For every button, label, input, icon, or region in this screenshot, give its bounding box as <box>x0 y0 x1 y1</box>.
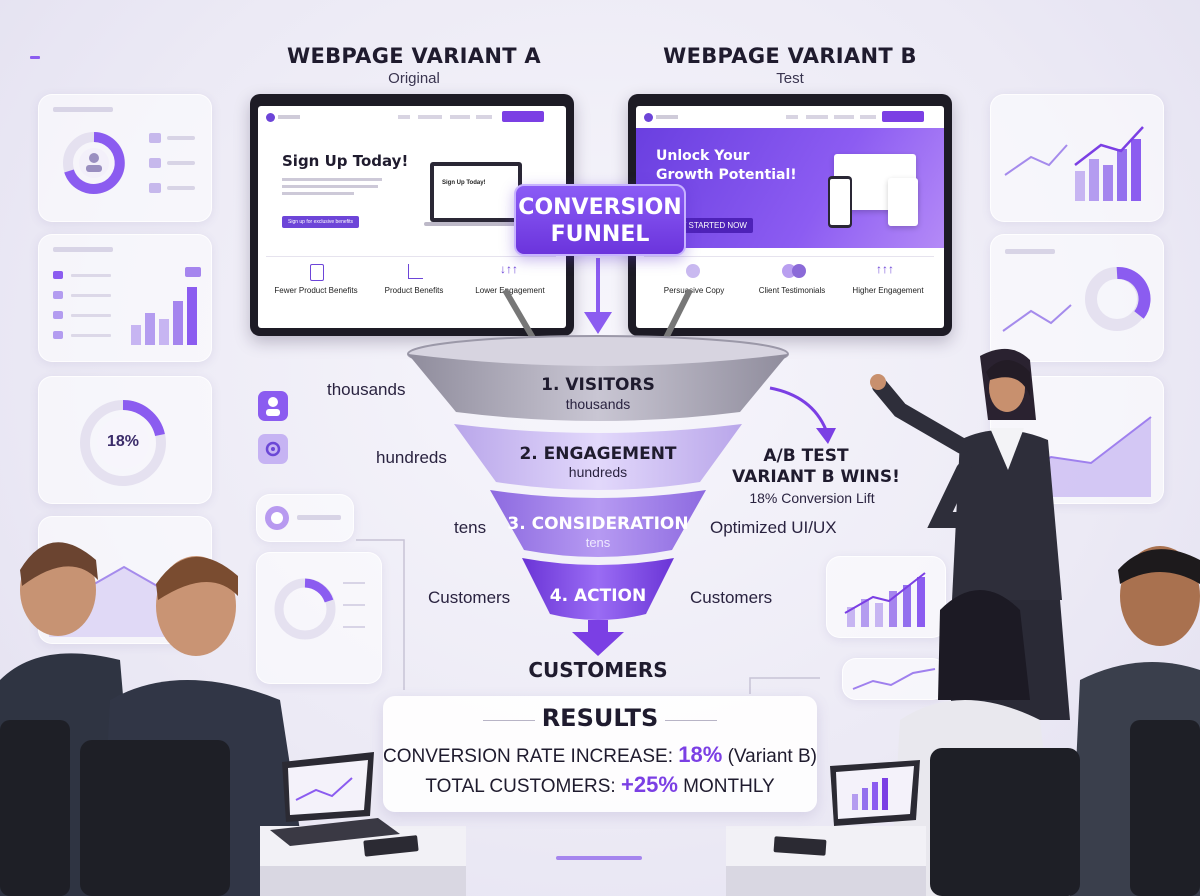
variant-a-laptop-mockup: Sign Up Today! <box>430 162 522 222</box>
variant-b-feature-2: Client Testimonials <box>758 286 826 295</box>
pie-chart-icon <box>1002 249 1151 332</box>
variant-a-webpage: Sign Up Today! Sign up for exclusive ben… <box>258 106 566 328</box>
doc-icon <box>310 264 324 281</box>
funnel-badge-line-2: FUNNEL <box>550 222 650 247</box>
dashboard-panel-left-5 <box>256 552 382 684</box>
total-customers-value: +25% <box>621 772 678 797</box>
variant-a-navbar <box>258 106 566 128</box>
funnel-badge-line-1: CONVERSION <box>518 195 682 220</box>
sparkline-icon <box>852 668 936 690</box>
variant-b-navbar <box>636 106 944 128</box>
variant-a-subtitle: Original <box>388 70 440 87</box>
dashboard-panel-left-3: 18% <box>38 376 212 504</box>
funnel-output: CUSTOMERS <box>528 658 668 682</box>
variant-b-logo <box>644 113 653 122</box>
variant-b-headline-2: Growth Potential! <box>656 167 797 183</box>
testimonial-avatars-icon <box>782 264 806 278</box>
variant-b-cta-button[interactable]: GET STARTED NOW <box>664 218 753 233</box>
user-tile-icon <box>258 391 288 421</box>
variant-b-subtitle: Test <box>776 70 804 87</box>
arrows-icon: ↓↑↑ <box>500 262 518 276</box>
dashboard-panel-left-1 <box>38 94 212 222</box>
user-donut-chart-icon <box>53 107 195 194</box>
growth-bars-icon <box>844 572 926 627</box>
menu-icon <box>30 56 40 59</box>
variant-a-feature-3: Lower Engagement <box>475 286 545 295</box>
laptop-right <box>830 760 920 826</box>
variant-a-feature-1: Fewer Product Benefits <box>274 286 358 295</box>
variant-b-device-mockups <box>828 150 918 242</box>
ring-chart-icon <box>274 578 365 640</box>
donut-value: 18% <box>106 433 140 450</box>
conversion-rate-suffix: (Variant B) <box>722 746 817 767</box>
chart-icon <box>408 264 423 279</box>
curved-arrow-icon <box>816 428 836 444</box>
laptop-left <box>270 752 400 846</box>
stage-2-sub: hundreds <box>568 464 628 480</box>
stage-2-left-label: hundreds <box>376 448 447 467</box>
stage-4-left-label: Customers <box>428 588 511 607</box>
variant-b-webpage: Unlock Your Growth Potential! GET STARTE… <box>636 106 944 328</box>
trend-chart-icon <box>1004 126 1144 201</box>
dashboard-panel-right-5 <box>842 658 946 700</box>
variant-b-features: Persuasive Copy Client Testimonials ↑↑↑ … <box>646 262 936 318</box>
stage-3-name: 3. CONSIDERATION <box>507 514 689 534</box>
variant-b-feature-1: Persuasive Copy <box>663 286 725 295</box>
bar-chart-icon <box>53 247 201 345</box>
funnel-stage-4 <box>522 558 674 620</box>
conversion-funnel-badge: CONVERSION FUNNEL <box>514 184 686 256</box>
variant-a-cta-button[interactable]: Sign up for exclusive benefits <box>282 216 360 228</box>
stage-1-left-label: thousands <box>327 380 406 399</box>
stage-4-right-label: Customers <box>690 588 773 607</box>
total-customers-label: TOTAL CUSTOMERS: <box>425 776 621 797</box>
results-panel: RESULTS CONVERSION RATE INCREASE: 18% (V… <box>383 696 817 812</box>
stage-4-name: 4. ACTION <box>549 586 647 606</box>
variant-a-logo <box>266 113 275 122</box>
variant-a-features: Fewer Product Benefits Product Benefits … <box>268 262 558 318</box>
percentage-donut-icon <box>80 400 166 486</box>
results-row-2: TOTAL CUSTOMERS: +25% MONTHLY <box>383 772 817 798</box>
stage-1-name: 1. VISITORS <box>541 375 655 395</box>
ab-test-line-1: A/B TEST <box>763 446 849 466</box>
variant-b-headline-1: Unlock Your <box>656 148 750 164</box>
variant-a-nav-button[interactable] <box>502 111 544 122</box>
stage-3-left-label: tens <box>454 518 487 537</box>
stage-3-right-label: Optimized UI/UX <box>710 518 837 537</box>
ab-test-line-2: VARIANT B WINS! <box>732 467 900 487</box>
variant-a-screen: Sign Up Today! Sign up for exclusive ben… <box>250 94 574 336</box>
settings-tile-icon <box>258 434 288 464</box>
down-arrow-icon <box>584 312 612 334</box>
variant-a-feature-2: Product Benefits <box>384 286 444 295</box>
variant-a-title: WEBPAGE VARIANT A <box>286 44 541 68</box>
up-arrows-icon: ↑↑↑ <box>876 262 894 276</box>
results-row-1: CONVERSION RATE INCREASE: 18% (Variant B… <box>383 742 817 768</box>
dashboard-panel-left-2 <box>38 234 212 362</box>
dashboard-panel-right-1 <box>990 94 1164 222</box>
stage-1-sub: thousands <box>565 396 631 412</box>
stage-3-sub: tens <box>585 535 611 550</box>
funnel-stage-3 <box>490 490 706 557</box>
variant-b-screen: Unlock Your Growth Potential! GET STARTE… <box>628 94 952 336</box>
output-arrow-icon <box>572 632 624 656</box>
target-icon <box>265 506 341 530</box>
results-title: RESULTS <box>541 704 659 732</box>
variant-a-headline: Sign Up Today! <box>282 152 409 170</box>
dashboard-panel-right-2 <box>990 234 1164 362</box>
dashboard-panel-right-4 <box>826 556 946 638</box>
variant-a-mockup-headline: Sign Up Today! <box>442 180 486 186</box>
ab-test-line-3: 18% Conversion Lift <box>749 490 875 506</box>
funnel-stage-1 <box>408 354 788 421</box>
avatar-icon <box>686 264 700 278</box>
funnel-stage-2 <box>454 424 742 490</box>
variant-b-title: WEBPAGE VARIANT B <box>663 44 917 68</box>
variant-b-nav-button[interactable] <box>882 111 924 122</box>
stage-2-name: 2. ENGAGEMENT <box>519 444 677 464</box>
dashboard-panel-left-6 <box>256 494 354 542</box>
conversion-rate-label: CONVERSION RATE INCREASE: <box>383 746 679 767</box>
conversion-rate-value: 18% <box>678 742 723 767</box>
total-customers-suffix: MONTHLY <box>677 776 775 797</box>
variant-b-feature-3: Higher Engagement <box>852 286 924 295</box>
